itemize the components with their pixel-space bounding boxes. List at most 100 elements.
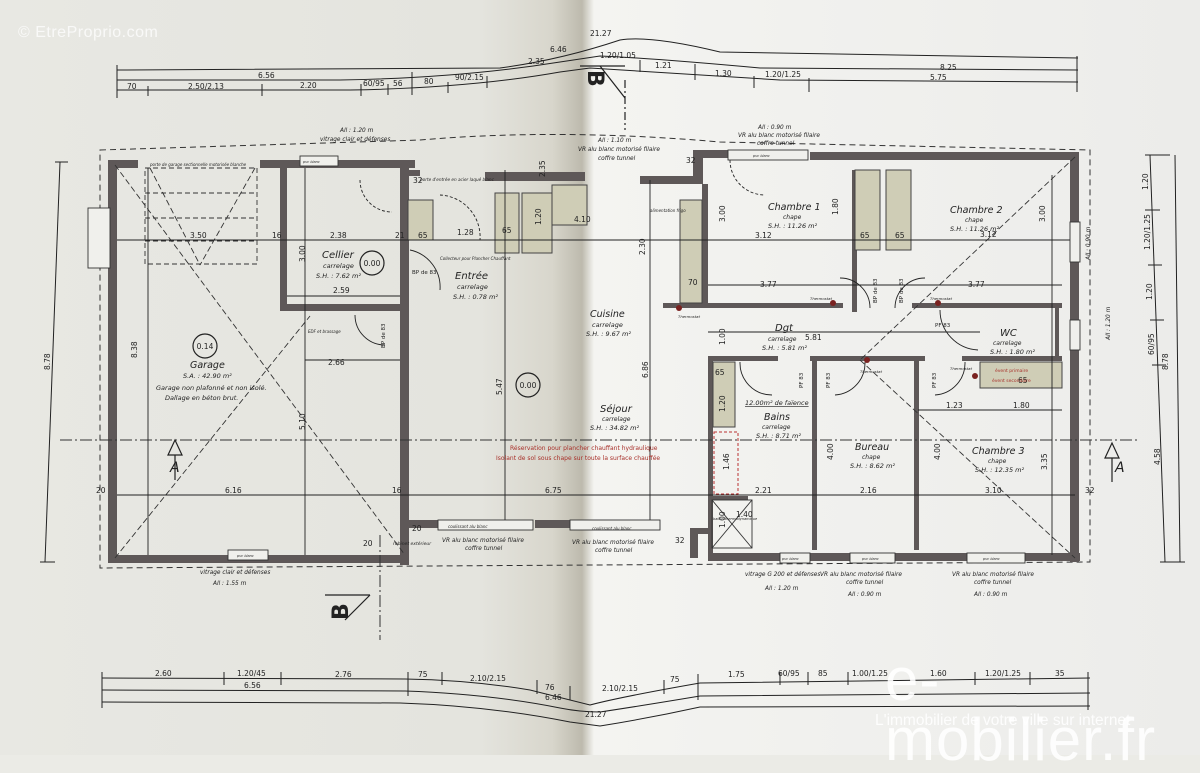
section-marker-a	[167, 438, 1120, 482]
svg-text:coffre tunnel: coffre tunnel	[974, 580, 1012, 586]
svg-text:60/95: 60/95	[778, 669, 800, 678]
svg-text:32: 32	[686, 156, 696, 165]
thermostat-icons	[676, 300, 978, 379]
svg-text:Garage: Garage	[190, 360, 225, 371]
svg-text:ballon thermodynamique: ballon thermodynamique	[713, 517, 757, 521]
section-axis-a	[60, 439, 1140, 640]
svg-text:carrelage: carrelage	[762, 424, 791, 431]
cellier-level: 0.00	[364, 259, 381, 268]
svg-text:vitrage G 200 et défenses: vitrage G 200 et défenses	[745, 571, 820, 578]
svg-text:S.H. : 9.67 m²: S.H. : 9.67 m²	[586, 330, 631, 338]
svg-text:S.H. : 11.26 m²: S.H. : 11.26 m²	[950, 225, 999, 233]
floor-plan: 21.27 6.46 6.56 8.25 70 2.50/2.13 2.20 6…	[40, 29, 1185, 727]
left-dimension-line	[44, 161, 61, 563]
wardrobe-ch1	[854, 169, 881, 251]
svg-text:Thermostat: Thermostat	[950, 366, 972, 371]
svg-text:PF 83: PF 83	[935, 323, 951, 329]
svg-text:All : 1.55 m: All : 1.55 m	[212, 581, 247, 587]
svg-text:carrelage: carrelage	[457, 283, 488, 291]
right-dimension-labels: 1.20 1.20/1.25 1.20 60/95 8.78 4.58	[1141, 173, 1170, 465]
svg-text:chape: chape	[862, 454, 881, 461]
svg-text:VR alu blanc motorisé filaire: VR alu blanc motorisé filaire	[820, 571, 902, 578]
svg-text:pvc blanc: pvc blanc	[982, 557, 1000, 561]
svg-text:1.30: 1.30	[715, 69, 732, 78]
svg-text:1.20/1.25: 1.20/1.25	[985, 669, 1021, 678]
svg-text:All : 0.90 m: All : 0.90 m	[973, 592, 1008, 598]
svg-text:Thermostat: Thermostat	[930, 296, 952, 301]
room-labels: Garage S.A. : 42.90 m² Garage non plafon…	[156, 202, 1035, 474]
entry-north-wall	[485, 172, 585, 181]
garage-west-wall	[108, 160, 117, 562]
facade-outline	[99, 133, 1091, 569]
svg-text:32: 32	[675, 536, 685, 545]
vent-notes: évent primaire évent secondaire	[992, 367, 1031, 384]
svg-text:Thermostat: Thermostat	[678, 314, 700, 319]
svg-text:1.00: 1.00	[718, 511, 727, 528]
top-dimension-labels: 21.27 6.46 6.56 8.25 70 2.50/2.13 2.20 6…	[127, 29, 957, 91]
section-label-a-right: A	[1114, 460, 1125, 476]
svg-text:S.H. : 1.80 m²: S.H. : 1.80 m²	[990, 348, 1035, 356]
svg-text:2.10/2.15: 2.10/2.15	[602, 684, 638, 693]
svg-text:2.50/2.13: 2.50/2.13	[188, 82, 224, 91]
svg-text:pvc blanc: pvc blanc	[236, 554, 254, 558]
svg-text:2.66: 2.66	[328, 358, 345, 367]
cellier-west-wall	[280, 160, 287, 310]
roof-diagonals	[114, 156, 1076, 559]
svg-text:2.16: 2.16	[860, 486, 877, 495]
svg-text:All : 1.20 m: All : 1.20 m	[764, 586, 799, 592]
svg-text:1.23: 1.23	[946, 401, 963, 410]
svg-text:6.56: 6.56	[244, 681, 261, 690]
svg-text:1.46: 1.46	[722, 453, 731, 470]
watermark-etreproprio: © EtreProprio.com	[18, 24, 159, 41]
east-wall-upper	[1070, 152, 1079, 222]
svg-text:VR alu blanc motorisé filaire: VR alu blanc motorisé filaire	[952, 571, 1034, 578]
svg-text:1.20: 1.20	[534, 208, 543, 225]
svg-text:S.H. : 0.78 m²: S.H. : 0.78 m²	[453, 293, 498, 301]
svg-text:WC: WC	[1000, 328, 1017, 339]
svg-text:carrelage: carrelage	[602, 416, 631, 423]
svg-text:2.59: 2.59	[333, 286, 350, 295]
section-label-b-top: B	[582, 70, 607, 87]
svg-text:65: 65	[860, 231, 870, 240]
svg-text:2.60: 2.60	[155, 669, 172, 678]
cellier-south-wall	[280, 304, 400, 311]
bottom-dimension-chain	[101, 672, 1091, 727]
svg-text:carrelage: carrelage	[323, 262, 354, 270]
svg-text:90/2.15: 90/2.15	[455, 73, 484, 82]
svg-text:carrelage: carrelage	[768, 336, 797, 343]
svg-text:75: 75	[418, 670, 428, 679]
svg-text:carrelage: carrelage	[993, 340, 1022, 347]
svg-text:4.10: 4.10	[574, 215, 591, 224]
right-dimension-chain	[1145, 154, 1185, 563]
svg-text:3.00: 3.00	[298, 245, 307, 262]
svg-text:1.80: 1.80	[831, 198, 840, 215]
svg-text:Thermostat: Thermostat	[810, 296, 832, 301]
closet-a	[494, 192, 520, 254]
garage-level: 0.14	[197, 342, 214, 351]
svg-text:S.H. : 12.35 m²: S.H. : 12.35 m²	[975, 466, 1024, 474]
section-marker-b-top	[580, 65, 626, 130]
svg-text:pvc blanc: pvc blanc	[861, 557, 879, 561]
svg-text:PF 83: PF 83	[932, 372, 938, 388]
svg-text:VR alu blanc motorisé filaire: VR alu blanc motorisé filaire	[738, 132, 820, 139]
svg-text:80: 80	[424, 77, 434, 86]
svg-text:2.76: 2.76	[335, 670, 352, 679]
svg-text:coffre tunnel: coffre tunnel	[598, 156, 636, 162]
svg-text:4.58: 4.58	[1153, 448, 1162, 465]
svg-text:PF 83: PF 83	[826, 372, 832, 388]
svg-text:pvc blanc: pvc blanc	[302, 160, 320, 164]
svg-text:All : 0.90 m: All : 0.90 m	[1086, 226, 1092, 261]
bottom-dimension-labels: 2.60 1.20/45 2.76 75 2.10/2.15 76 2.10/2…	[155, 669, 1065, 719]
svg-text:chape: chape	[965, 217, 984, 224]
svg-text:20: 20	[96, 486, 106, 495]
svg-text:16: 16	[392, 486, 402, 495]
svg-text:Cellier: Cellier	[322, 250, 355, 261]
svg-text:4.00: 4.00	[933, 443, 942, 460]
svg-text:2.35: 2.35	[538, 160, 547, 177]
svg-text:21: 21	[395, 231, 405, 240]
svg-text:S.H. : 11.26 m²: S.H. : 11.26 m²	[768, 222, 817, 230]
svg-text:BP de 83: BP de 83	[381, 323, 387, 348]
svg-text:1.28: 1.28	[457, 228, 474, 237]
svg-text:21.27: 21.27	[585, 710, 607, 719]
kitchen-counter	[679, 199, 703, 304]
